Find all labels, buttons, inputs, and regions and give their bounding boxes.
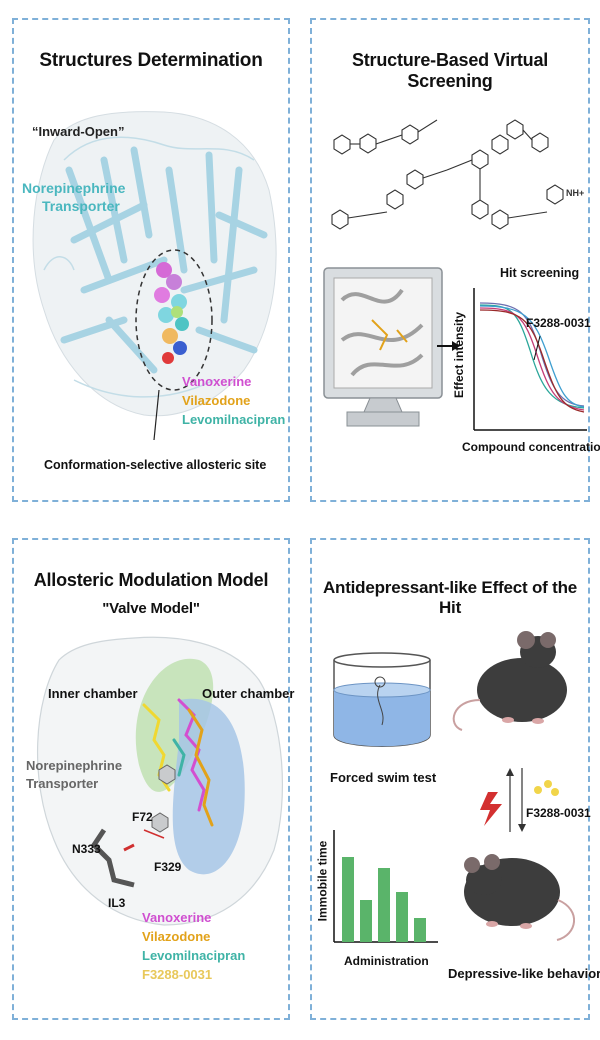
effect-axis-label: Effect intensity (452, 311, 467, 399)
ligand-levomilnacipran: Levomilnacipran (142, 948, 246, 963)
bar-group (342, 857, 426, 942)
loop-il3: IL3 (108, 896, 126, 910)
concentration-axis-label: Compound concentration (462, 440, 600, 454)
panel-title: Allosteric Modulation Model (33, 570, 269, 590)
panel-title: Structure-Based Virtual Screening (351, 50, 549, 91)
behavior-illustration (333, 631, 576, 943)
outer-chamber-label: Outer chamber (202, 686, 295, 701)
ligand-vilazodone: Vilazodone (142, 929, 211, 944)
plot-title: Hit screening (500, 266, 580, 280)
beaker-icon (333, 652, 431, 747)
conformation-label: “Inward-Open” (32, 124, 125, 139)
screening-illustration (323, 119, 587, 431)
protein-label-line2: Transporter (42, 198, 120, 214)
panel-allosteric-model: Allosteric Modulation Model "Valve Model… (12, 538, 294, 1020)
panel-subtitle: "Valve Model" (102, 600, 200, 617)
bar (414, 918, 426, 942)
valve-model-illustration (37, 636, 284, 926)
mouse-icon (452, 631, 567, 731)
bar (360, 900, 372, 942)
protein-label-line2: Transporter (26, 776, 99, 791)
panel-title: Structures Determination (39, 50, 263, 71)
ligand-f3288: F3288-0031 (142, 967, 213, 982)
nh-label: NH+ (566, 188, 585, 198)
compound-label: F3288-0031 (526, 806, 591, 820)
hit-label: F3288-0031 (526, 316, 591, 330)
bar (378, 868, 390, 942)
immobile-axis-label: Immobile time (315, 840, 330, 922)
panel-antidepressant-effect: Antidepressant-like Effect of the Hit (310, 538, 600, 1020)
depressed-mouse-icon (464, 854, 576, 941)
administration-axis-label: Administration (344, 954, 429, 968)
protein-label-line1: Norepinephrine (26, 758, 123, 773)
chemical-structures-icon (331, 119, 564, 230)
ligand-vanoxerine: Vanoxerine (142, 910, 212, 925)
swim-test-label: Forced swim test (330, 770, 437, 785)
bar (342, 857, 354, 942)
panel-virtual-screening: Structure-Based Virtual Screening (310, 18, 600, 502)
residue-f329: F329 (154, 860, 182, 874)
site-label: Conformation-selective allosteric site (44, 458, 267, 472)
protein-structure-illustration (32, 111, 277, 441)
residue-n333: N333 (72, 842, 101, 856)
behavior-label: Depressive-like behavior (448, 966, 600, 981)
protein-label-line1: Norepinephrine (22, 180, 126, 196)
ligand-levomilnacipran: Levomilnacipran (182, 412, 286, 427)
panel-title: Antidepressant-like Effect of the Hit (322, 578, 578, 617)
ligand-vanoxerine: Vanoxerine (182, 374, 252, 389)
inner-chamber-label: Inner chamber (48, 686, 138, 701)
bar (396, 892, 408, 942)
residue-f72: F72 (132, 810, 153, 824)
panel-structures-determination: Structures Determination (12, 18, 290, 502)
ligand-vilazodone: Vilazodone (182, 393, 251, 408)
